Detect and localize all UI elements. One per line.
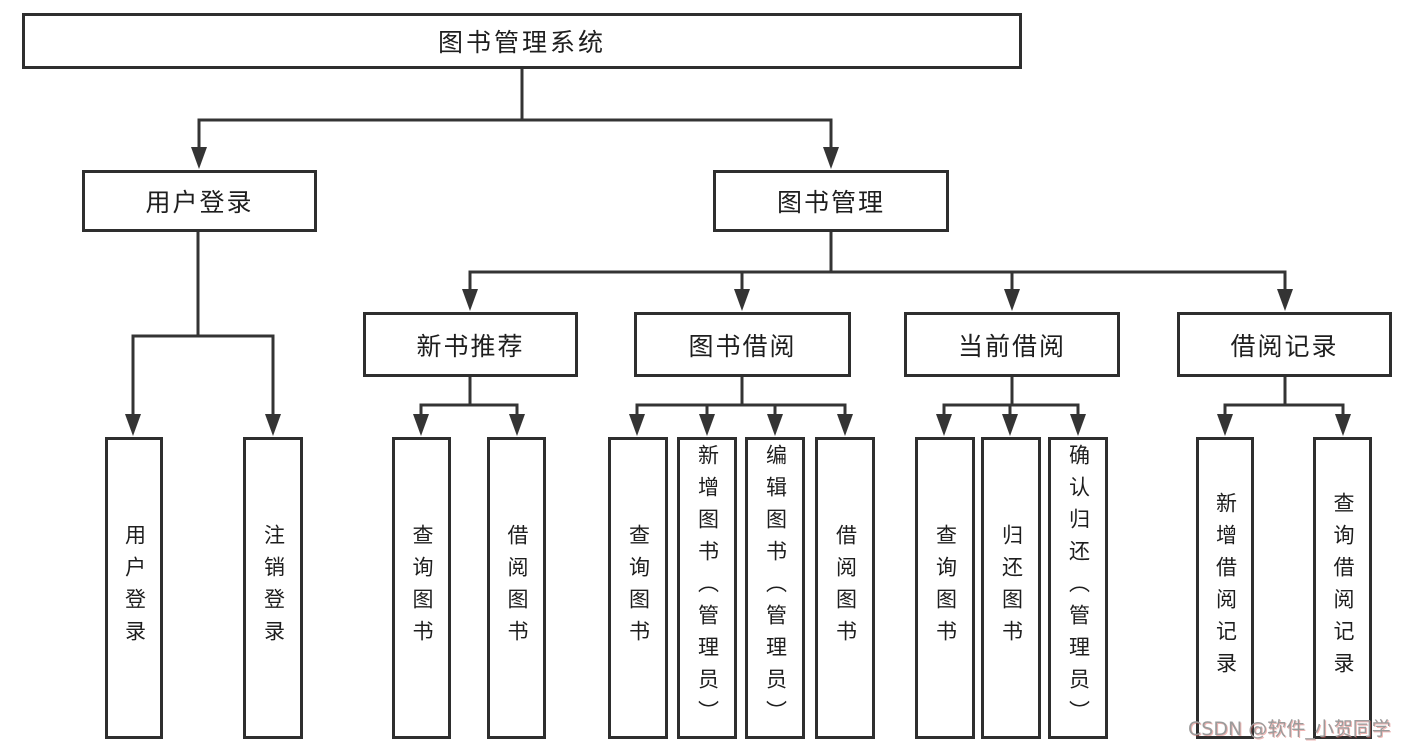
node-library-management-system: 图书管理系统	[22, 13, 1022, 69]
node-label: 图书管理系统	[437, 28, 606, 57]
leaf-label: 新增借阅记录	[1213, 492, 1238, 684]
leaf-edit-books-admin: 编辑图书（管理员）	[745, 437, 805, 739]
leaf-add-borrow-record: 新增借阅记录	[1196, 437, 1254, 739]
leaf-label: 归还图书	[999, 524, 1024, 652]
leaf-return-books: 归还图书	[981, 437, 1041, 739]
leaf-label: 新增图书（管理员）	[695, 444, 720, 732]
leaf-query-books-3: 查询图书	[915, 437, 975, 739]
leaf-borrow-books-2: 借阅图书	[815, 437, 875, 739]
leaf-label: 编辑图书（管理员）	[763, 444, 788, 732]
node-user-login: 用户登录	[82, 170, 317, 232]
node-label: 借阅记录	[1230, 331, 1339, 361]
leaf-query-borrow-record: 查询借阅记录	[1313, 437, 1372, 739]
leaf-label: 确认归还（管理员）	[1066, 444, 1091, 732]
leaf-query-books-1: 查询图书	[392, 437, 451, 739]
node-label: 图书借阅	[688, 331, 797, 361]
leaf-borrow-books-1: 借阅图书	[487, 437, 546, 739]
node-label: 当前借阅	[957, 331, 1066, 361]
leaf-label: 查询借阅记录	[1331, 492, 1355, 684]
arrowhead-icons	[125, 147, 1351, 436]
leaf-label: 查询图书	[410, 524, 434, 652]
node-book-management: 图书管理	[713, 170, 949, 232]
node-book-borrow: 图书借阅	[634, 312, 851, 377]
leaf-label: 用户登录	[122, 524, 147, 652]
node-borrow-record: 借阅记录	[1177, 312, 1392, 377]
leaf-label: 查询图书	[933, 524, 958, 652]
node-label: 图书管理	[776, 188, 885, 217]
leaf-logout: 注销登录	[243, 437, 303, 739]
leaf-add-books-admin: 新增图书（管理员）	[677, 437, 737, 739]
csdn-watermark: CSDN @软件_小贺同学	[1188, 718, 1391, 740]
node-label: 新书推荐	[416, 331, 525, 361]
leaf-query-books-2: 查询图书	[608, 437, 668, 739]
node-current-borrow: 当前借阅	[904, 312, 1120, 377]
leaf-confirm-return-admin: 确认归还（管理员）	[1048, 437, 1108, 739]
leaf-label: 借阅图书	[833, 524, 858, 652]
leaf-label: 查询图书	[626, 524, 651, 652]
leaf-user-login: 用户登录	[105, 437, 163, 739]
leaf-label: 注销登录	[261, 524, 286, 652]
node-label: 用户登录	[145, 188, 254, 217]
leaf-label: 借阅图书	[505, 524, 529, 652]
node-new-book-recommend: 新书推荐	[363, 312, 578, 377]
